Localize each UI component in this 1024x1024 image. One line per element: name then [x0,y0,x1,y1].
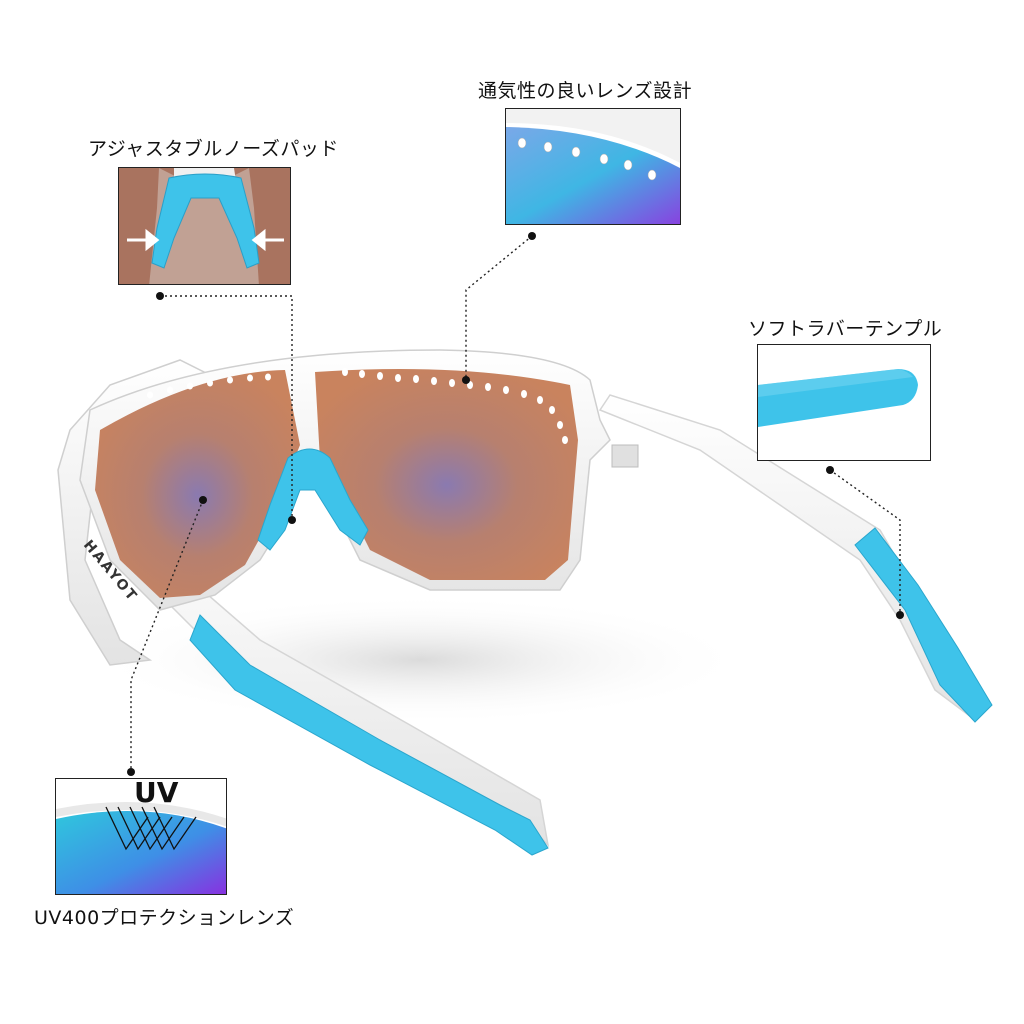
right-arrow-icon [251,228,284,252]
uv-detail-box [55,778,227,895]
temple-caption: ソフトラバーテンプル [748,318,943,340]
right-lens [315,368,578,580]
temple-detail-image [758,345,930,460]
ventilation-detail-image [506,109,680,224]
nose-pad-shape [151,173,260,269]
ventilation-caption: 通気性の良いレンズ設計 [478,80,693,102]
nose-pad [257,448,369,551]
right-temple-tip [854,527,993,723]
left-arrow-icon [127,228,160,252]
vent-holes [147,368,568,444]
left-temple-tip [189,614,549,856]
left-lens [95,370,300,598]
ventilation-detail-box [505,108,681,225]
callout-leaders [130,235,901,772]
nose-pad-detail-box [118,167,291,285]
uv-badge: UV [134,776,179,809]
nose-pad-caption: アジャスタブルノーズパッド [88,138,339,160]
callout-dots [127,232,904,776]
nose-pad-detail-image [119,168,290,284]
uv-detail-image [56,779,226,894]
hinge [611,444,639,468]
temple-detail-box [757,344,931,461]
uv-rays-icon [105,806,197,851]
uv-lens-caption: UV400プロテクションレンズ [34,907,295,929]
